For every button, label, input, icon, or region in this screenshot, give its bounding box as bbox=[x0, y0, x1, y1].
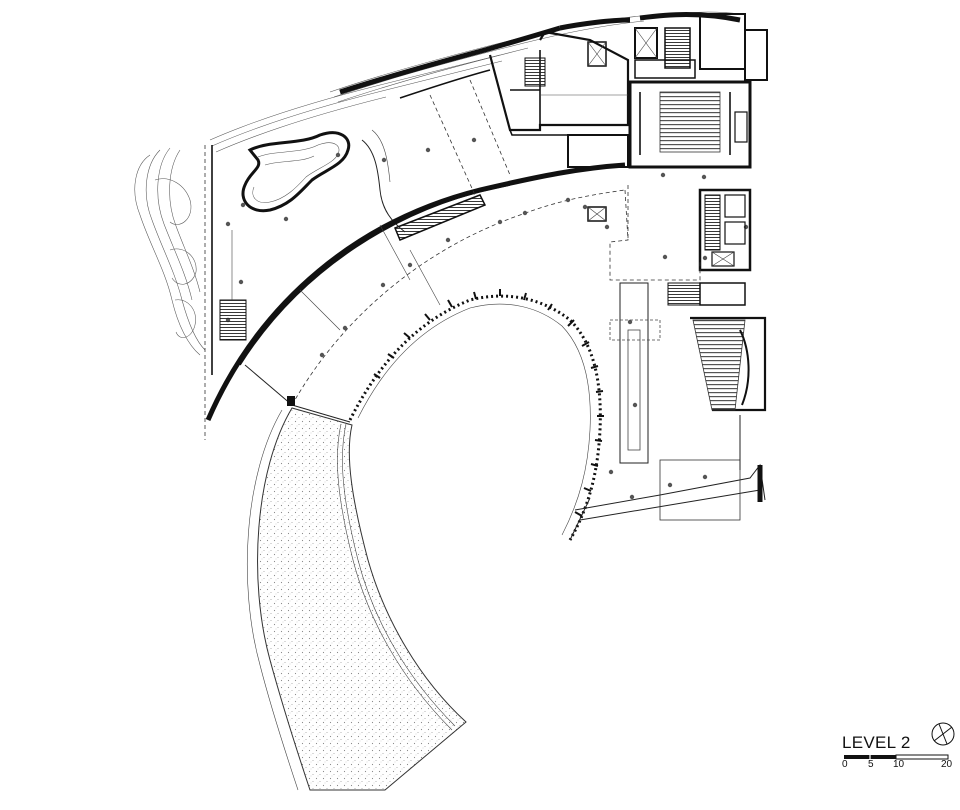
west-stair bbox=[219, 230, 247, 341]
inner-arc-ticks bbox=[373, 289, 604, 517]
auditorium bbox=[628, 80, 752, 169]
garden-feature bbox=[241, 129, 406, 233]
scale-tick-20: 20 bbox=[941, 759, 953, 770]
elevator-core bbox=[634, 13, 768, 81]
curved-paved-walkway bbox=[247, 407, 467, 791]
north-facade bbox=[204, 12, 741, 440]
scale-tick-5: 5 bbox=[868, 759, 874, 770]
outer-curved-wall bbox=[205, 162, 626, 541]
arcade-radials bbox=[244, 224, 441, 423]
south-terrace bbox=[569, 415, 766, 541]
scale-bar bbox=[844, 753, 949, 761]
lobby bbox=[587, 185, 701, 281]
arcade-bench bbox=[394, 194, 487, 241]
east-core bbox=[698, 188, 752, 272]
title-block: LEVEL 2 0 5 10 20 bbox=[842, 722, 957, 793]
ramp bbox=[609, 282, 661, 464]
dashed-gridlines bbox=[429, 79, 511, 196]
lecture-hall bbox=[667, 282, 767, 412]
north-arrow-icon bbox=[931, 722, 955, 746]
scale-tick-10: 10 bbox=[893, 759, 905, 770]
scale-tick-0: 0 bbox=[842, 759, 848, 770]
level-label: LEVEL 2 bbox=[842, 733, 911, 752]
north-rooms bbox=[488, 30, 630, 168]
